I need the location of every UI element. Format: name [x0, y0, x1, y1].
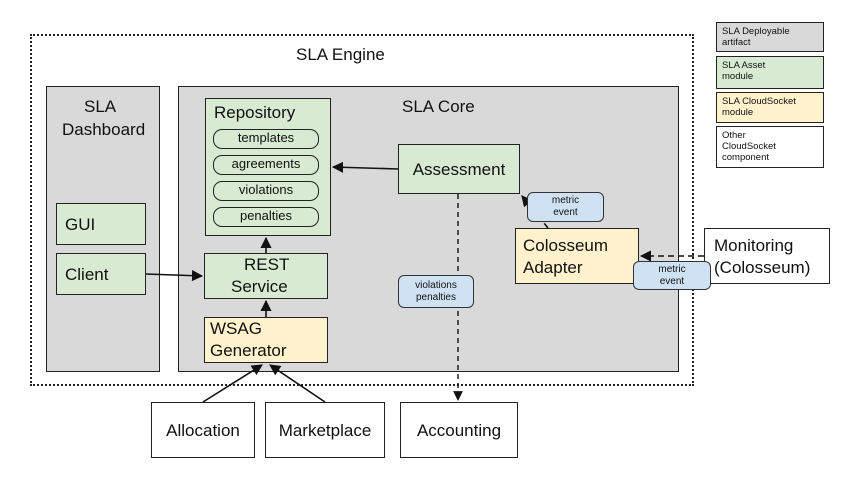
sla-engine-boundary	[30, 34, 694, 386]
metric-event-inner-line2: event	[553, 207, 578, 218]
legend-asset-module: SLA Asset module	[716, 56, 824, 89]
monitoring-box	[704, 228, 830, 284]
arrow-marketplace-to-wsag	[269, 364, 326, 403]
metric-event-bubble-outer: metric event	[633, 261, 711, 290]
rest-service-box	[204, 253, 328, 299]
repository-title: Repository	[214, 103, 296, 122]
legend-other-line3: component	[722, 152, 770, 163]
monitoring-line2: (Colosseum)	[714, 258, 811, 277]
repository-item-penalties: penalties	[213, 207, 319, 227]
wsag-generator-line1: WSAG	[210, 319, 262, 338]
legend-asset-line2: module	[722, 71, 754, 82]
metric-event-outer-line2: event	[659, 275, 685, 287]
legend-deployable-line2: artifact	[722, 37, 751, 48]
colosseum-adapter-box	[515, 228, 639, 284]
accounting-box: Accounting	[400, 402, 518, 458]
arrow-assessment-to-repository	[331, 161, 399, 173]
violations-penalties-line1: violations	[415, 279, 457, 291]
colosseum-adapter-line2: Adapter	[523, 258, 583, 277]
legend-other-component: Other CloudSocket component	[716, 126, 824, 168]
repository-item-agreements: agreements	[213, 155, 319, 175]
legend-other-line2: CloudSocket	[722, 141, 776, 152]
assessment-box: Assessment	[398, 144, 520, 194]
arrow-client-to-rest	[145, 270, 204, 282]
colosseum-adapter-line1: Colosseum	[523, 236, 609, 255]
wsag-generator-line2: Generator	[210, 341, 287, 360]
wsag-generator-box	[204, 317, 328, 363]
rest-service-line1: REST	[244, 255, 290, 274]
gui-box: GUI	[56, 203, 146, 245]
marketplace-box: Marketplace	[265, 402, 385, 458]
legend-asset-line1: SLA Asset	[722, 60, 766, 71]
rest-service-line2: Service	[231, 277, 288, 296]
sla-core-title: SLA Core	[402, 97, 475, 116]
metric-event-bubble-inner: metric event	[527, 192, 604, 222]
arrow-allocation-to-wsag	[202, 364, 263, 403]
metric-event-outer-line1: metric	[658, 263, 686, 275]
legend-deployable-line1: SLA Deployable	[722, 26, 790, 37]
legend-cloudsocket-line1: SLA CloudSocket	[722, 96, 796, 107]
legend-other-line1: Other	[722, 130, 746, 141]
allocation-box: Allocation	[151, 402, 255, 458]
metric-event-inner-line1: metric	[551, 195, 580, 206]
sla-dashboard-title-line2: Dashboard	[62, 120, 146, 139]
repository-item-violations: violations	[213, 181, 319, 201]
legend-deployable-artifact: SLA Deployable artifact	[716, 22, 824, 52]
violations-penalties-line2: penalties	[415, 291, 456, 303]
monitoring-line1: Monitoring	[714, 236, 794, 255]
legend-cloudsocket-module: SLA CloudSocket module	[716, 92, 824, 123]
sla-engine-title: SLA Engine	[296, 45, 385, 64]
legend-cloudsocket-line2: module	[722, 107, 754, 118]
violations-penalties-bubble: violations penalties	[398, 275, 474, 308]
client-box: Client	[56, 253, 146, 295]
sla-dashboard-title-line1: SLA	[84, 97, 117, 116]
repository-item-templates: templates	[213, 129, 319, 149]
